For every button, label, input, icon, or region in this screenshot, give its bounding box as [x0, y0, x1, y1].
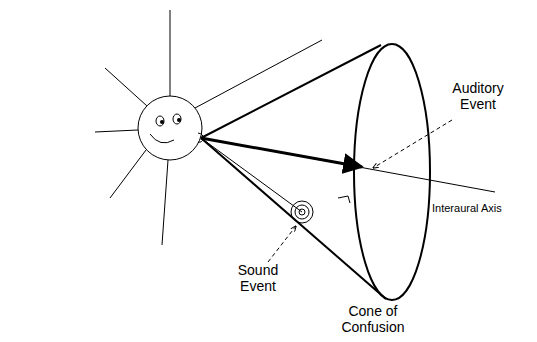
annotation-label: Interaural Axis: [430, 202, 504, 215]
interaural-axis: [201, 138, 495, 192]
angle-mark: [338, 196, 350, 203]
leader-line: [373, 120, 452, 168]
auditory-event-arrow: [201, 138, 362, 167]
annotation-label: Sound Event: [226, 262, 290, 294]
annotation-label: Auditory Event: [440, 80, 516, 112]
sun-rays: [95, 10, 322, 245]
leader-line: [268, 226, 296, 262]
sound-event-circles: [291, 201, 313, 223]
head: [138, 96, 203, 160]
annotation-label: Cone of Confusion: [330, 303, 416, 335]
sound-direction-line: [201, 138, 302, 212]
cone: [201, 44, 430, 300]
